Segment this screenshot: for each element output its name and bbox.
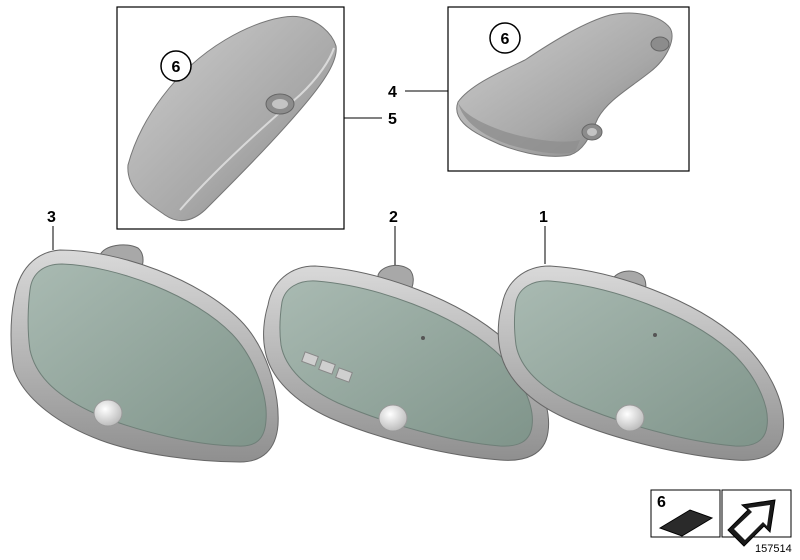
mirror-2 — [263, 264, 550, 461]
adhesive-pad-icon — [658, 509, 714, 537]
mirror-1 — [497, 265, 785, 461]
housing-lower-face — [458, 102, 580, 154]
callout-circle-right-label: 6 — [501, 31, 510, 48]
callout-5: 5 — [388, 111, 397, 128]
mirror-2-sensor — [421, 336, 425, 340]
callout-circle-left — [160, 50, 192, 82]
figure-id: 157514 — [755, 543, 792, 555]
mirror-2-knob — [378, 404, 408, 432]
callout-circle-right — [489, 22, 521, 54]
legend-label: 6 — [657, 494, 666, 511]
mirror-1-knob — [615, 404, 645, 432]
detail-box-cover-5: 6 — [116, 6, 345, 230]
callout-4: 4 — [388, 84, 397, 101]
mirror-housing-part — [456, 12, 673, 157]
mirror-3-knob — [93, 399, 123, 427]
mirror-2-button-2 — [318, 359, 336, 375]
callout-2: 2 — [389, 209, 398, 226]
legend-box: 6 — [650, 489, 792, 547]
mirror-1-glass — [514, 280, 768, 447]
mirror-3-glass — [27, 263, 267, 447]
callout-3: 3 — [47, 209, 56, 226]
housing-socket-inner — [587, 128, 597, 136]
callout-circle-left-label: 6 — [172, 59, 181, 76]
arrow-icon-highlight — [734, 505, 770, 540]
mirror-2-button-3 — [335, 367, 353, 383]
detail-frame — [447, 6, 690, 172]
cover-hole-inner — [272, 99, 288, 109]
detail-box-housing-4: 6 — [447, 6, 690, 172]
housing-mount — [650, 36, 670, 52]
mirror-1-sensor — [653, 333, 657, 337]
mirror-3 — [10, 244, 279, 463]
callout-1: 1 — [539, 209, 548, 226]
mirror-cover-part — [127, 15, 337, 222]
mirror-2-button-1 — [301, 351, 319, 367]
mirror-2-glass — [279, 280, 533, 447]
